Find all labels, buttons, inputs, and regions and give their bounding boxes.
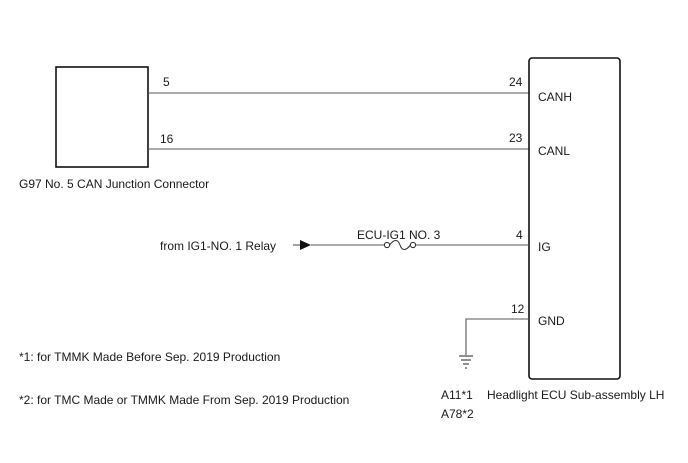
ecu-pin-name-canh: CANH	[538, 90, 572, 104]
power-source-label: from IG1-NO. 1 Relay	[160, 239, 276, 253]
ecu-code-a11: A11*1	[441, 388, 473, 402]
ecu-name-label: Headlight ECU Sub-assembly LH	[487, 388, 664, 402]
arrow-right-icon	[293, 240, 311, 250]
ecu-pin-number-4: 4	[516, 228, 523, 242]
ecu-pin-number-12: 12	[511, 302, 525, 316]
junction-pin-16: 16	[160, 132, 174, 146]
ecu-pin-number-24: 24	[509, 75, 523, 89]
footnote-1: *1: for TMMK Made Before Sep. 2019 Produ…	[19, 350, 280, 364]
gnd-wire	[465, 318, 529, 355]
junction-pin-5: 5	[163, 75, 170, 89]
ecu-pin-name-gnd: GND	[538, 314, 565, 328]
ecu-pin-name-canl: CANL	[538, 144, 570, 158]
junction-connector-label: G97 No. 5 CAN Junction Connector	[19, 177, 209, 191]
fuse-icon	[383, 239, 417, 251]
ground-symbol-icon	[459, 355, 473, 369]
ecu-code-a78: A78*2	[441, 407, 474, 421]
ecu-box	[528, 57, 621, 380]
ecu-pin-number-23: 23	[509, 131, 523, 145]
fuse-label: ECU-IG1 NO. 3	[357, 228, 441, 242]
junction-connector-box	[55, 66, 149, 168]
footnote-2: *2: for TMC Made or TMMK Made From Sep. …	[19, 393, 349, 407]
ecu-pin-name-ig: IG	[538, 240, 551, 254]
